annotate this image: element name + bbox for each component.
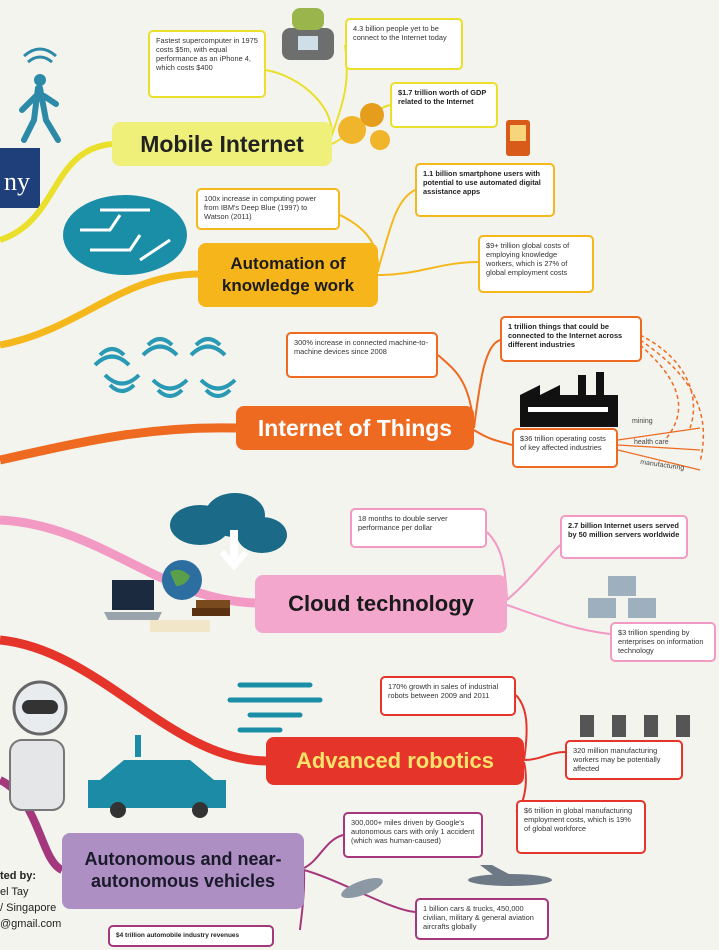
person-wifi-icon (19, 47, 61, 143)
globe-icon (162, 560, 202, 600)
logo-block (0, 148, 40, 208)
space-shuttle-icon (341, 878, 383, 898)
books-icon (150, 600, 230, 632)
brain-circuit-icon (63, 195, 187, 275)
industry-health-care: health care (634, 439, 669, 446)
branch-iot-line (0, 423, 237, 465)
robot-head-icon (282, 8, 334, 60)
cloud-hub: Cloud technology (255, 575, 507, 633)
vehicles-hub-line-2: autonomous vehicles (90, 871, 276, 891)
automation-fact-costs: $9+ trillion global costs of employing k… (478, 235, 594, 293)
iot-fact-trillion-things: 1 trillion things that could be connecte… (500, 316, 642, 362)
credit-line-1: ted by: (0, 870, 37, 882)
branch-automation-line (0, 270, 199, 349)
dollar-coins-icon (338, 103, 390, 150)
automation-hub-line-1: Automation of (230, 254, 346, 273)
vehicles-hub: Autonomous and near- autonomous vehicles (62, 833, 304, 909)
iot-fact-m2m: 300% increase in connected machine-to-ma… (286, 332, 438, 378)
automation-fact-smartphone: 1.1 billion smartphone users with potent… (415, 163, 555, 217)
credit-line-2: el Tay (0, 886, 29, 898)
robot-arms-icon (580, 715, 690, 737)
robotics-fact-workers: 320 million manufacturing workers may be… (565, 740, 683, 780)
credit-line-3: / Singapore (0, 902, 57, 914)
mobile-fact-supercomputer: Fastest supercomputer in 1975 costs $5m,… (148, 30, 266, 98)
cloud-fact-double-performance: 18 months to double server performance p… (350, 508, 487, 548)
industry-mining: mining (632, 418, 653, 425)
branch-robotics-line (0, 635, 267, 766)
logo-fragment: ny (4, 167, 30, 196)
factory-icon (520, 372, 618, 427)
robotics-hub: Advanced robotics (266, 737, 524, 785)
aircraft-icon (468, 865, 552, 886)
robotics-fact-employment-costs: $6 trillion in global manufacturing empl… (516, 800, 646, 854)
branch-mobile-line (0, 141, 113, 243)
circuit-lines-icon (227, 682, 323, 733)
automation-fact-computing: 100x increase in computing power from IB… (196, 188, 340, 230)
mobile-fact-gdp: $1.7 trillion worth of GDP related to th… (390, 82, 498, 128)
robotics-fact-sales-growth: 170% growth in sales of industrial robot… (380, 676, 516, 716)
vehicles-fact-google-miles: 300,000+ miles driven by Google's autono… (343, 812, 483, 858)
mobile-fact-unconnected: 4.3 billion people yet to be connect to … (345, 18, 463, 70)
vehicles-fact-industry-revenue: $4 trillion automobile industry revenues (108, 925, 274, 947)
iot-hub: Internet of Things (236, 406, 474, 450)
vehicles-fact-cars-aircraft: 1 billion cars & trucks, 450,000 civilia… (415, 898, 549, 940)
automation-hub: Automation of knowledge work (198, 243, 378, 307)
iot-fact-operating-costs: $36 trillion operating costs of key affe… (512, 428, 618, 468)
cloud-fact-servers: 2.7 billion Internet users served by 50 … (560, 515, 688, 559)
cloud-icon (170, 493, 287, 571)
automation-hub-line-2: knowledge work (221, 276, 355, 295)
servers-icon (588, 576, 656, 618)
laptop-icon (104, 580, 162, 620)
autonomous-car-icon (88, 735, 226, 818)
credit-line-4: @gmail.com (0, 918, 62, 930)
vehicles-hub-line-1: Autonomous and near- (84, 849, 282, 869)
mobile-internet-hub: Mobile Internet (112, 122, 332, 166)
cloud-fact-it-spending: $3 trillion spending by enterprises on i… (610, 622, 716, 662)
smartphone-icon (506, 120, 530, 156)
robot-icon (9, 680, 68, 811)
branch-cloud-line (0, 515, 256, 608)
iot-waves-icon (93, 337, 237, 398)
